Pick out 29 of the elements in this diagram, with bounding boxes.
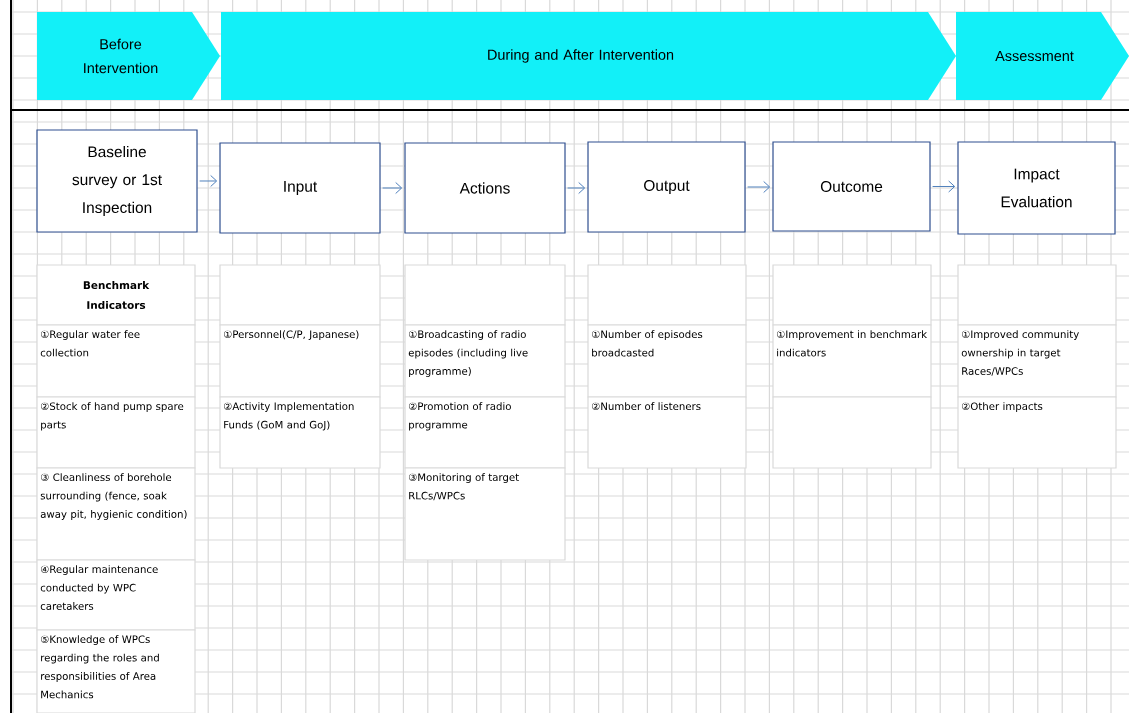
- table-cell: ②Stock of hand pump spare parts: [36, 396, 196, 469]
- arrow: [382, 182, 403, 194]
- table-cell: ①Improved community ownership in target Races/WPCs: [957, 324, 1117, 398]
- table-cell: ③ Cleanliness of borehole surrounding (fence, soak away pit, hygienic condition): [36, 467, 196, 561]
- table-cell: ①Improvement in benchmark indicators: [772, 324, 932, 398]
- table-cell: ③Monitoring of target RLCs/WPCs: [404, 467, 566, 561]
- process-box: Actions: [404, 142, 566, 234]
- process-box: Input: [219, 142, 381, 234]
- table-cell: ②Other impacts: [957, 396, 1117, 469]
- table-cell: ①Number of episodes broadcasted: [587, 324, 747, 398]
- process-box: Impact Evaluation: [957, 141, 1116, 235]
- table-cell: ②Activity Implementation Funds (GoM and GoJ): [219, 396, 381, 469]
- process-box: Outcome: [772, 141, 931, 232]
- table-cell: ②Number of listeners: [587, 396, 747, 469]
- phase-banner: Assessment: [956, 12, 1129, 100]
- header-cell: Benchmark Indicators: [36, 264, 196, 326]
- table-cell: ②Promotion of radio programme: [404, 396, 566, 469]
- arrow: [747, 181, 771, 193]
- table-cell: ①Broadcasting of radio episodes (including live programme): [404, 324, 566, 398]
- process-box: Output: [587, 141, 746, 233]
- table-cell: ④Regular maintenance conducted by WPC caretakers: [36, 559, 196, 631]
- arrow: [199, 175, 218, 187]
- table-cell: ⑤Knowledge of WPCs regarding the roles and responsibilities of Area Mechanics: [36, 629, 196, 713]
- phase-banner: Before Intervention: [37, 12, 220, 100]
- process-box: Baseline survey or 1st Inspection: [36, 129, 198, 233]
- arrow: [567, 182, 586, 194]
- table-cell: ①Regular water fee collection: [36, 324, 196, 398]
- arrow: [932, 180, 956, 193]
- table-cell: ①Personnel(C/P, Japanese): [219, 324, 381, 398]
